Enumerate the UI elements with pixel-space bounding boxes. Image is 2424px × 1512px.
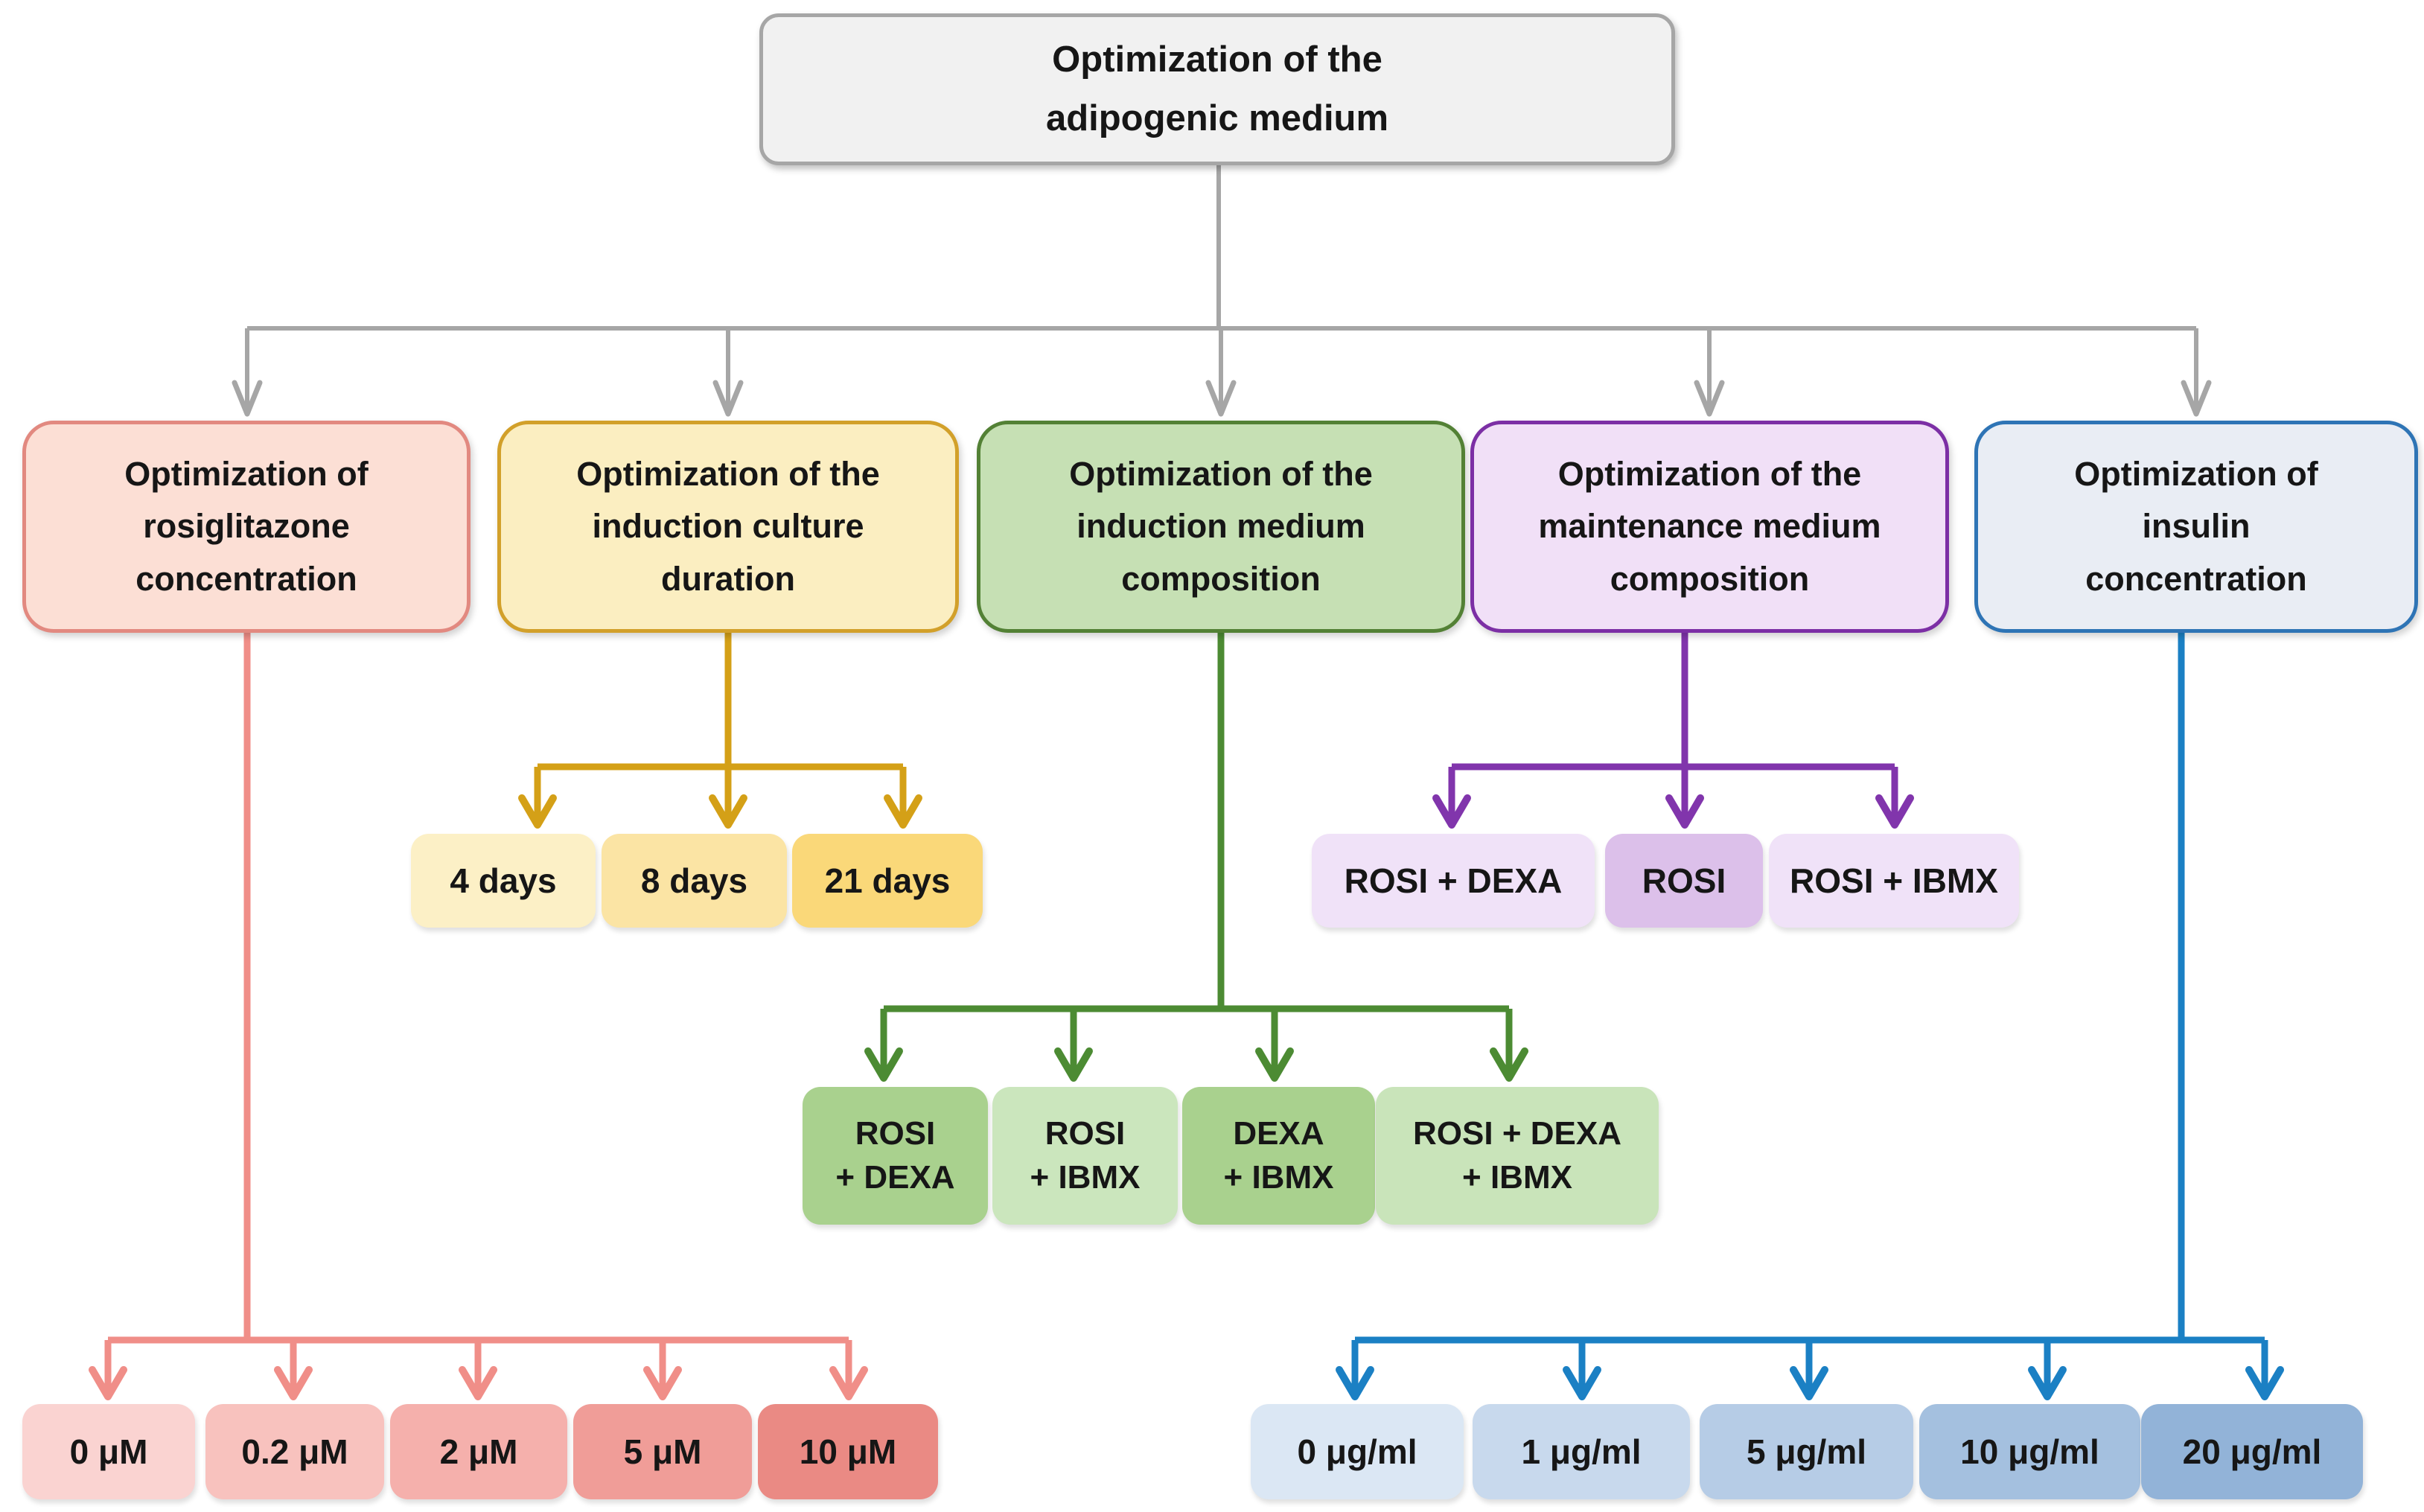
leaf-node-insulin-concentration-1: 1 μg/ml [1473,1404,1690,1499]
leaf-node-insulin-concentration-4: 20 μg/ml [2141,1404,2363,1499]
leaf-node-maintenance-medium-composition-0: ROSI + DEXA [1312,834,1595,928]
leaf-node-insulin-concentration-0: 0 μg/ml [1251,1404,1464,1499]
branch-node-insulin-concentration: Optimization of insulin concentration [1974,421,2418,633]
leaf-node-induction-medium-composition-2: DEXA + IBMX [1182,1087,1375,1225]
connector-rosiglitazone-concentration [89,633,868,1400]
leaf-node-rosiglitazone-concentration-4: 10 μM [758,1404,938,1499]
leaf-node-rosiglitazone-concentration-3: 5 μM [573,1404,752,1499]
leaf-node-induction-culture-duration-0: 4 days [411,834,596,928]
connector-insulin-concentration [1336,633,2284,1400]
connector-root [232,165,2212,417]
leaf-node-rosiglitazone-concentration-0: 0 μM [22,1404,195,1499]
leaf-node-maintenance-medium-composition-1: ROSI [1605,834,1763,928]
branch-node-maintenance-medium-composition: Optimization of the maintenance medium c… [1470,421,1949,633]
root-node: Optimization of the adipogenic medium [759,13,1675,165]
leaf-node-induction-medium-composition-3: ROSI + DEXA + IBMX [1376,1087,1659,1225]
leaf-node-rosiglitazone-concentration-1: 0.2 μM [205,1404,384,1499]
leaf-node-insulin-concentration-2: 5 μg/ml [1700,1404,1913,1499]
leaf-node-induction-culture-duration-2: 21 days [792,834,983,928]
leaf-node-induction-culture-duration-1: 8 days [602,834,787,928]
connector-induction-medium-composition [864,633,1528,1082]
leaf-node-induction-medium-composition-0: ROSI + DEXA [803,1087,988,1225]
branch-node-rosiglitazone-concentration: Optimization of rosiglitazone concentrat… [22,421,471,633]
connector-maintenance-medium-composition [1432,633,1914,829]
connector-induction-culture-duration [518,633,922,829]
leaf-node-induction-medium-composition-1: ROSI + IBMX [992,1087,1178,1225]
leaf-node-rosiglitazone-concentration-2: 2 μM [390,1404,567,1499]
branch-node-induction-medium-composition: Optimization of the induction medium com… [977,421,1465,633]
leaf-node-insulin-concentration-3: 10 μg/ml [1919,1404,2140,1499]
branch-node-induction-culture-duration: Optimization of the induction culture du… [497,421,959,633]
leaf-node-maintenance-medium-composition-2: ROSI + IBMX [1769,834,2019,928]
